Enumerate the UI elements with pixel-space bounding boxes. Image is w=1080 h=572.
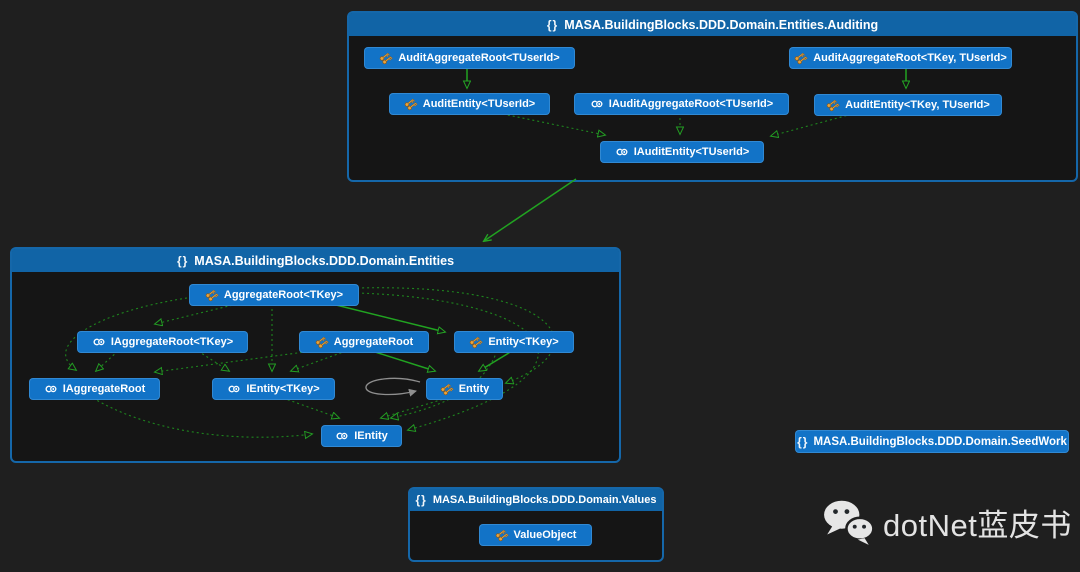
namespace-container-entities[interactable]: {} MASA.BuildingBlocks.DDD.Domain.Entiti… <box>10 247 621 463</box>
node-label: AuditEntity<TKey, TUserId> <box>845 99 990 111</box>
class-node-audit-aggregate-root-tkey-tuserid[interactable]: AuditAggregateRoot<TKey, TUserId> <box>789 47 1012 69</box>
class-node-aggregate-root-tkey[interactable]: AggregateRoot<TKey> <box>189 284 359 306</box>
class-icon <box>440 382 454 396</box>
interface-node-iaudit-aggregate-root-tuserid[interactable]: IAuditAggregateRoot<TUserId> <box>574 93 789 115</box>
namespace-header-entities[interactable]: {} MASA.BuildingBlocks.DDD.Domain.Entiti… <box>12 249 619 272</box>
class-node-audit-aggregate-root-tuserid[interactable]: AuditAggregateRoot<TUserId> <box>364 47 575 69</box>
interface-icon <box>92 335 106 349</box>
class-node-entity-tkey[interactable]: Entity<TKey> <box>454 331 574 353</box>
node-label: IAggregateRoot<TKey> <box>110 336 234 348</box>
interface-node-ientity[interactable]: IEntity <box>321 425 402 447</box>
interface-icon <box>335 429 349 443</box>
class-icon <box>794 51 808 65</box>
node-label: IEntity <box>354 430 388 442</box>
namespace-container-values[interactable]: {} MASA.BuildingBlocks.DDD.Domain.Values… <box>408 487 664 562</box>
class-icon <box>404 97 418 111</box>
interface-node-iaudit-entity-tuserid[interactable]: IAuditEntity<TUserId> <box>600 141 764 163</box>
class-node-aggregate-root[interactable]: AggregateRoot <box>299 331 429 353</box>
namespace-icon: {} <box>176 253 189 268</box>
interface-icon <box>590 97 604 111</box>
namespace-node-seedwork[interactable]: {} MASA.BuildingBlocks.DDD.Domain.SeedWo… <box>795 430 1069 453</box>
node-label: Entity <box>458 383 490 395</box>
node-label: IEntity<TKey> <box>246 383 320 395</box>
node-label: IAggregateRoot <box>62 383 146 395</box>
interface-node-iaggregate-root-tkey[interactable]: IAggregateRoot<TKey> <box>77 331 248 353</box>
class-node-entity[interactable]: Entity <box>426 378 503 400</box>
node-label: Entity<TKey> <box>488 336 559 348</box>
class-icon <box>469 335 483 349</box>
node-label: ValueObject <box>513 529 577 541</box>
namespace-header-auditing[interactable]: {} MASA.BuildingBlocks.DDD.Domain.Entiti… <box>349 13 1076 36</box>
namespace-title: MASA.BuildingBlocks.DDD.Domain.Entities <box>194 253 455 268</box>
class-node-value-object[interactable]: ValueObject <box>479 524 592 546</box>
class-node-audit-entity-tkey-tuserid[interactable]: AuditEntity<TKey, TUserId> <box>814 94 1002 116</box>
watermark-text: dotNet蓝皮书 <box>883 507 1072 543</box>
interface-icon <box>615 145 629 159</box>
interface-icon <box>44 382 58 396</box>
node-label: AggregateRoot<TKey> <box>223 289 344 301</box>
class-icon <box>826 98 840 112</box>
node-label: AuditAggregateRoot<TUserId> <box>398 52 560 64</box>
node-label: AuditEntity<TUserId> <box>422 98 536 110</box>
namespace-title: MASA.BuildingBlocks.DDD.Domain.Values <box>432 494 657 506</box>
node-label: IAuditAggregateRoot<TUserId> <box>608 98 774 110</box>
interface-node-iaggregate-root[interactable]: IAggregateRoot <box>29 378 160 400</box>
class-icon <box>379 51 393 65</box>
edge-auditing-namespace-to-entities-namespace <box>484 178 577 241</box>
namespace-icon: {} <box>415 493 427 507</box>
watermark: dotNet蓝皮书 <box>822 498 1072 546</box>
interface-node-ientity-tkey[interactable]: IEntity<TKey> <box>212 378 335 400</box>
class-icon <box>315 335 329 349</box>
class-icon <box>205 288 219 302</box>
node-label: AggregateRoot <box>333 336 414 348</box>
node-label: AuditAggregateRoot<TKey, TUserId> <box>813 52 1007 64</box>
wechat-icon <box>824 500 875 545</box>
interface-icon <box>227 382 241 396</box>
class-icon <box>495 528 509 542</box>
namespace-title: MASA.BuildingBlocks.DDD.Domain.Entities.… <box>564 17 879 32</box>
node-label: MASA.BuildingBlocks.DDD.Domain.SeedWork <box>813 435 1067 448</box>
namespace-header-values[interactable]: {} MASA.BuildingBlocks.DDD.Domain.Values <box>410 489 662 511</box>
namespace-icon: {} <box>546 17 559 32</box>
namespace-container-auditing[interactable]: {} MASA.BuildingBlocks.DDD.Domain.Entiti… <box>347 11 1078 182</box>
namespace-icon: {} <box>797 434 809 449</box>
class-node-audit-entity-tuserid[interactable]: AuditEntity<TUserId> <box>389 93 550 115</box>
node-label: IAuditEntity<TUserId> <box>633 146 750 158</box>
